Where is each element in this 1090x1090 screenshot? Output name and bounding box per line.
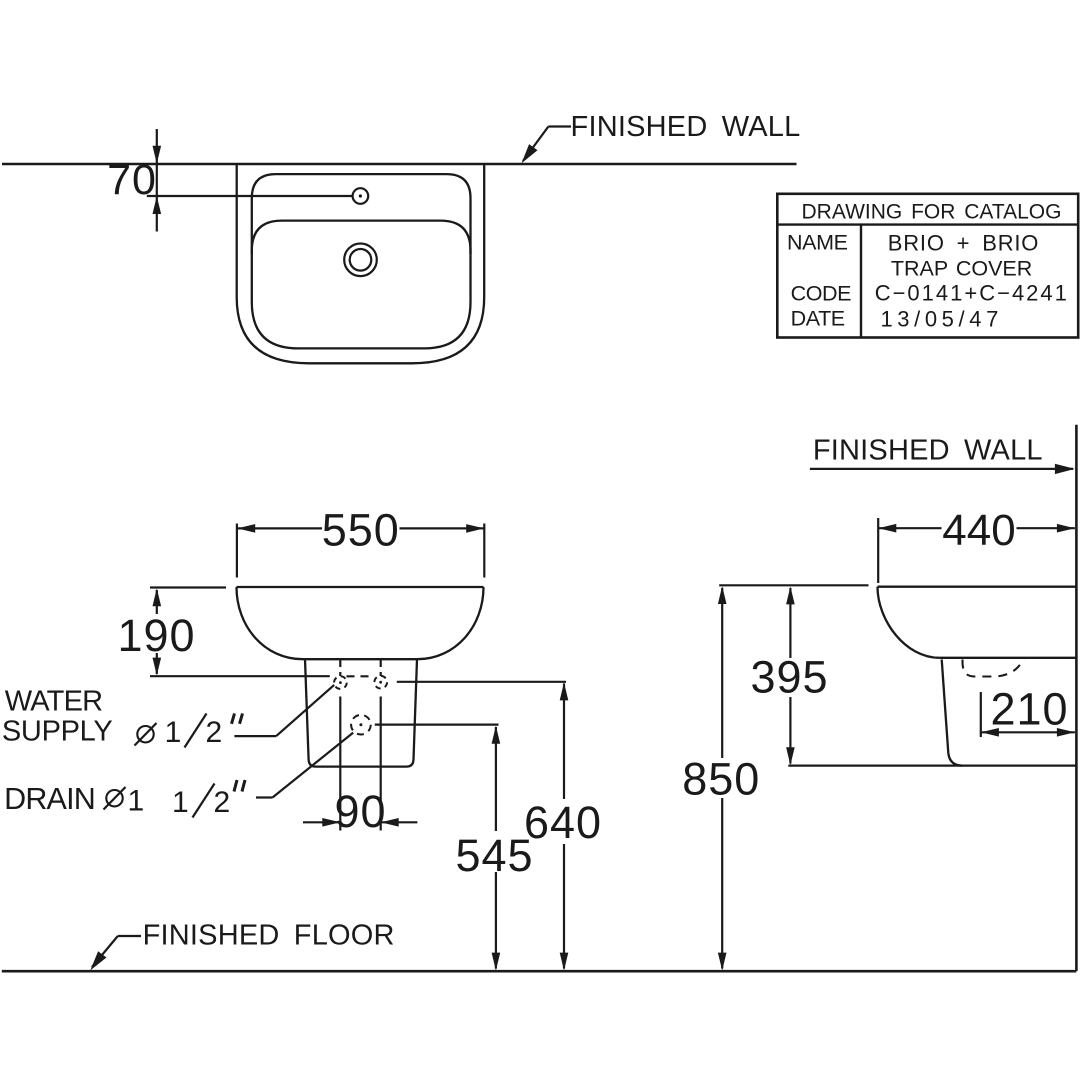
svg-text:BRIO + BRIO: BRIO + BRIO — [888, 230, 1039, 255]
svg-text:13/05/47: 13/05/47 — [880, 307, 1002, 332]
svg-text:FINISHED WALL: FINISHED WALL — [571, 111, 801, 143]
svg-text:1: 1 — [128, 784, 145, 817]
svg-text:CODE: CODE — [791, 282, 852, 306]
svg-text:640: 640 — [524, 797, 602, 848]
svg-text:FINISHED FLOOR: FINISHED FLOOR — [143, 920, 395, 952]
svg-text:395: 395 — [750, 651, 828, 702]
svg-text:WATER: WATER — [5, 685, 103, 717]
svg-text:1: 1 — [172, 786, 189, 819]
svg-text:DRAWING FOR CATALOG: DRAWING FOR CATALOG — [802, 201, 1062, 224]
svg-text:2: 2 — [214, 786, 231, 819]
svg-text:545: 545 — [455, 830, 533, 881]
svg-text:440: 440 — [942, 506, 1015, 555]
svg-text:190: 190 — [117, 610, 195, 661]
svg-text:DRAIN: DRAIN — [4, 782, 95, 816]
svg-text:NAME: NAME — [787, 230, 848, 254]
svg-text:2: 2 — [206, 716, 223, 749]
svg-text:FINISHED WALL: FINISHED WALL — [813, 434, 1043, 466]
svg-text:210: 210 — [990, 684, 1068, 735]
svg-text:TRAP COVER: TRAP COVER — [891, 257, 1032, 281]
svg-text:90: 90 — [334, 786, 386, 837]
svg-text:DATE: DATE — [791, 307, 845, 331]
svg-text:1: 1 — [165, 716, 182, 749]
svg-text:550: 550 — [322, 504, 400, 555]
svg-text:850: 850 — [682, 753, 760, 804]
svg-text:C−0141+C−4241: C−0141+C−4241 — [875, 281, 1069, 306]
svg-text:SUPPLY: SUPPLY — [2, 716, 113, 748]
